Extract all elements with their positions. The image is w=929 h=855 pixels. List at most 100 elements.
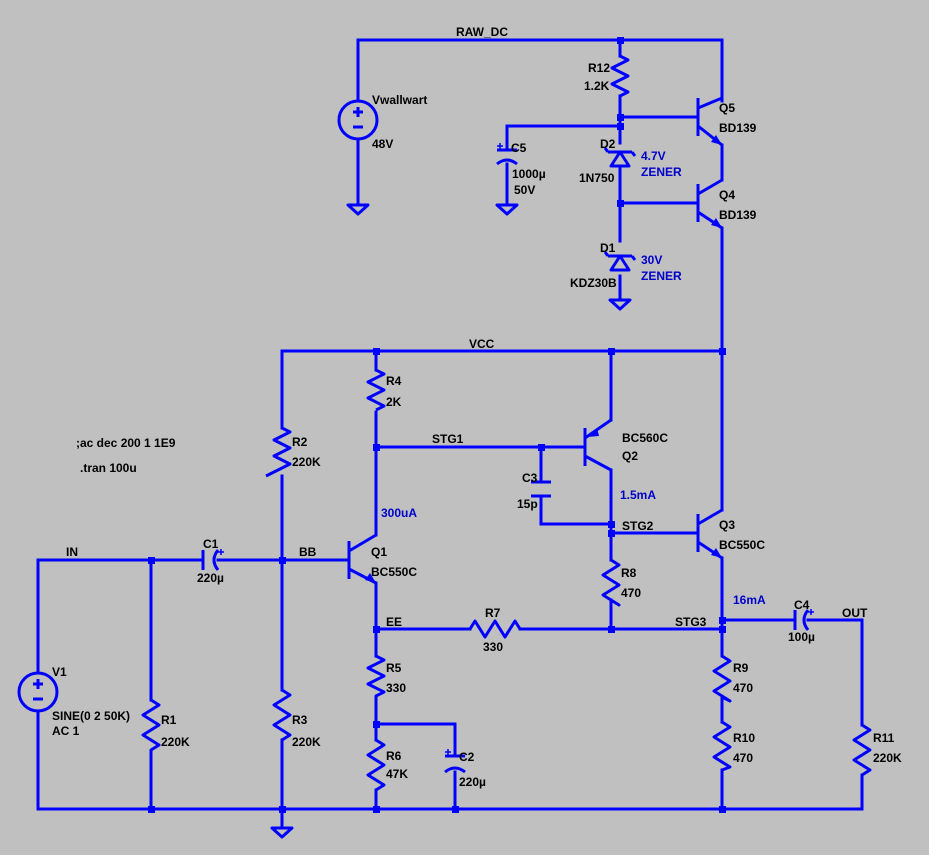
r6-name: R6 bbox=[386, 749, 402, 763]
r8-name: R8 bbox=[621, 566, 637, 580]
resistor-r5[interactable]: R5 330 bbox=[366, 654, 406, 700]
c1-value: 220µ bbox=[197, 571, 224, 585]
transistor-q3[interactable]: Q3 BC550C bbox=[696, 508, 765, 560]
capacitor-c2[interactable]: C2 220µ bbox=[444, 749, 486, 789]
d2-model: 1N750 bbox=[579, 171, 615, 185]
resistor-r4[interactable]: R4 2K bbox=[366, 368, 402, 412]
v1-value: SINE(0 2 50K) bbox=[52, 709, 130, 723]
r3-name: R3 bbox=[292, 713, 308, 727]
c3-value: 15p bbox=[517, 497, 538, 511]
transistor-q5[interactable]: Q5 BD139 bbox=[696, 96, 757, 147]
net-label-bb: BB bbox=[299, 545, 317, 559]
net-label-stg1: STG1 bbox=[432, 432, 464, 446]
r7-name: R7 bbox=[485, 606, 501, 620]
current-note-q2: 1.5mA bbox=[620, 488, 656, 502]
zener-diode-d1[interactable]: D1 KDZ30B 30V ZENER bbox=[570, 241, 682, 290]
current-note-q1: 300uA bbox=[381, 506, 417, 520]
r2-value: 220K bbox=[292, 455, 321, 469]
v1-name: V1 bbox=[52, 665, 67, 679]
r1-value: 220K bbox=[161, 735, 190, 749]
q3-model: BC550C bbox=[719, 538, 765, 552]
d2-note-type: ZENER bbox=[641, 165, 682, 179]
ground-symbol-d1 bbox=[608, 298, 632, 311]
transistor-q1[interactable]: Q1 BC550C bbox=[347, 533, 417, 585]
resistor-r9[interactable]: R9 470 bbox=[712, 654, 753, 703]
transistor-q2[interactable]: BC560C Q2 bbox=[583, 418, 668, 472]
q2-model: BC560C bbox=[622, 431, 668, 445]
q4-model: BD139 bbox=[719, 208, 757, 222]
vwallwart-name: Vwallwart bbox=[372, 93, 427, 107]
ground-symbols bbox=[270, 203, 632, 839]
r5-value: 330 bbox=[386, 681, 406, 695]
transistor-q4[interactable]: Q4 BD139 bbox=[696, 178, 757, 230]
resistor-r11[interactable]: R11 220K bbox=[852, 723, 902, 777]
r4-name: R4 bbox=[386, 374, 402, 388]
d1-model: KDZ30B bbox=[570, 276, 617, 290]
capacitor-c4[interactable]: C4 100µ bbox=[788, 598, 815, 644]
r10-name: R10 bbox=[733, 731, 755, 745]
c5-voltage: 50V bbox=[514, 183, 535, 197]
ground-symbol-vwallwart bbox=[346, 203, 370, 216]
r6-value: 47K bbox=[386, 767, 408, 781]
directive-tran[interactable]: .tran 100u bbox=[80, 461, 137, 475]
net-label-stg3: STG3 bbox=[675, 615, 707, 629]
q3-name: Q3 bbox=[719, 518, 735, 532]
r8-value: 470 bbox=[621, 586, 641, 600]
c5-name: C5 bbox=[511, 141, 527, 155]
capacitor-c3[interactable]: C3 15p bbox=[517, 471, 551, 511]
capacitor-c5[interactable]: C5 1000µ 50V bbox=[496, 141, 546, 197]
c2-name: C2 bbox=[459, 750, 475, 764]
resistor-r10[interactable]: R10 470 bbox=[712, 720, 755, 772]
r11-name: R11 bbox=[873, 731, 895, 745]
net-label-vcc: VCC bbox=[469, 337, 495, 351]
r9-name: R9 bbox=[733, 661, 749, 675]
q1-name: Q1 bbox=[371, 545, 387, 559]
v1-source[interactable]: V1 SINE(0 2 50K) AC 1 bbox=[17, 665, 130, 738]
vwallwart-value: 48V bbox=[372, 137, 393, 151]
net-labels: RAW_DC VCC IN BB EE STG1 STG2 STG3 OUT bbox=[66, 25, 868, 629]
d2-note-voltage: 4.7V bbox=[641, 149, 666, 163]
junctions bbox=[148, 37, 726, 813]
q4-name: Q4 bbox=[719, 188, 735, 202]
net-label-out: OUT bbox=[842, 606, 868, 620]
resistor-r8[interactable]: R8 470 bbox=[601, 558, 641, 607]
resistor-r12[interactable]: R12 1.2K bbox=[584, 54, 630, 98]
r7-value: 330 bbox=[483, 640, 503, 654]
r2-name: R2 bbox=[292, 435, 308, 449]
v1-ac: AC 1 bbox=[52, 724, 80, 738]
d1-note-type: ZENER bbox=[641, 269, 682, 283]
resistor-r1[interactable]: R1 220K bbox=[141, 698, 190, 760]
r3-value: 220K bbox=[292, 735, 321, 749]
current-note-q3: 16mA bbox=[733, 593, 766, 607]
q5-name: Q5 bbox=[719, 101, 735, 115]
r4-value: 2K bbox=[386, 395, 402, 409]
q1-model: BC550C bbox=[371, 565, 417, 579]
capacitor-c1[interactable]: C1 220µ bbox=[197, 537, 224, 585]
net-label-ee: EE bbox=[386, 615, 402, 629]
q5-model: BD139 bbox=[719, 121, 757, 135]
r11-value: 220K bbox=[873, 751, 902, 765]
resistor-r2[interactable]: R2 220K bbox=[265, 426, 321, 478]
d1-name: D1 bbox=[600, 241, 616, 255]
r5-name: R5 bbox=[386, 661, 402, 675]
c1-name: C1 bbox=[203, 537, 219, 551]
directive-ac[interactable]: ;ac dec 200 1 1E9 bbox=[76, 436, 176, 450]
resistor-r3[interactable]: R3 220K bbox=[272, 688, 321, 749]
c5-value: 1000µ bbox=[512, 167, 546, 181]
r10-value: 470 bbox=[733, 751, 753, 765]
ground-symbol-c5 bbox=[495, 203, 519, 216]
r1-name: R1 bbox=[161, 713, 177, 727]
resistor-r6[interactable]: R6 47K bbox=[366, 738, 408, 792]
r12-value: 1.2K bbox=[584, 79, 610, 93]
q2-name: Q2 bbox=[622, 449, 638, 463]
resistor-r7[interactable]: R7 330 bbox=[468, 606, 522, 654]
r9-value: 470 bbox=[733, 681, 753, 695]
annotations: 300uA 1.5mA 16mA bbox=[381, 488, 766, 607]
c3-name: C3 bbox=[522, 471, 538, 485]
zener-diode-d2[interactable]: D2 1N750 4.7V ZENER bbox=[579, 137, 682, 185]
c2-value: 220µ bbox=[459, 775, 486, 789]
vwallwart-source[interactable]: Vwallwart 48V bbox=[337, 93, 427, 151]
r12-name: R12 bbox=[588, 61, 610, 75]
spice-directives[interactable]: ;ac dec 200 1 1E9 .tran 100u bbox=[76, 436, 176, 475]
